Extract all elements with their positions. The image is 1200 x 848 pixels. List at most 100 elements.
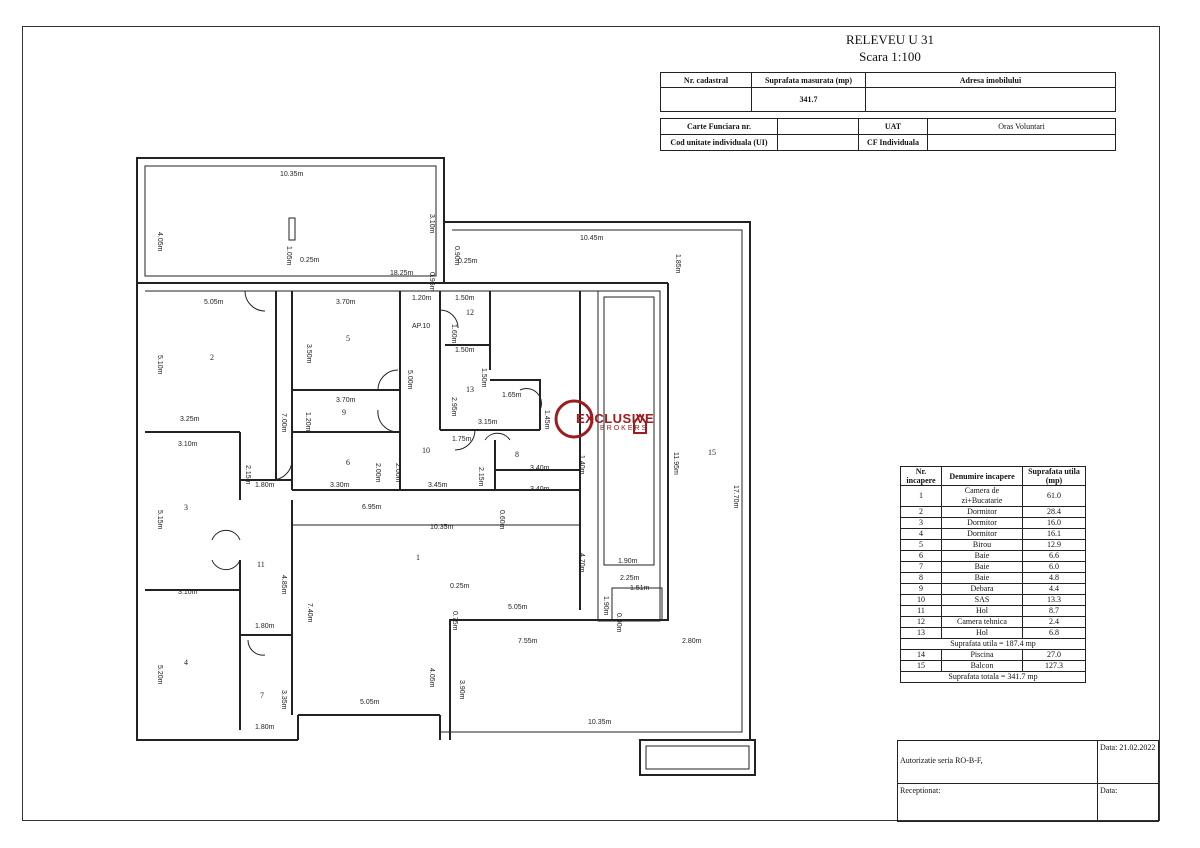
dimension-label: 2.00m: [394, 463, 401, 483]
door-arc-8: [484, 432, 511, 441]
dimension-label: 7.00m: [280, 413, 287, 433]
dimension-label: 7.40m: [306, 603, 313, 623]
dimension-label: 3.10m: [428, 214, 435, 234]
dimension-label: 1.50m: [480, 368, 487, 388]
balcony-inner: [440, 229, 743, 733]
total: Suprafata totala = 341.7 mp: [900, 671, 1086, 683]
dimension-label: 1.85m: [674, 254, 681, 274]
row-nr: 6: [900, 550, 942, 562]
dimension-label: 3.10m: [178, 589, 198, 596]
auth-cell: Autorizatie seria RO-B-F,: [897, 740, 1097, 784]
dimension-label: 0.25m: [300, 257, 320, 264]
cf-table: Carte Funciara nr. UAT Oras Voluntari Co…: [660, 118, 1116, 151]
dimension-label: 5.05m: [360, 699, 380, 706]
dimension-label: 2.15m: [477, 467, 484, 487]
row-area: 28.4: [1022, 506, 1086, 518]
h-nr: Nr. incapere: [900, 466, 942, 486]
dimension-label: 1.50m: [455, 295, 475, 302]
row-name: Baie: [941, 550, 1023, 562]
dimension-label: 5.20m: [156, 665, 163, 685]
row-nr: 9: [900, 583, 942, 595]
row-area: 6.8: [1022, 627, 1086, 639]
ap-label: AP.10: [412, 323, 430, 330]
dimension-label: 10.45m: [580, 235, 604, 242]
door-arc-13: [519, 388, 542, 411]
row-name: Dormitor: [941, 506, 1023, 518]
row-area: 16.1: [1022, 528, 1086, 540]
row-name: SAS: [941, 594, 1023, 606]
v-surface: 341.7: [751, 87, 866, 112]
dimension-label: 6.95m: [362, 504, 382, 511]
watermark-line2: BROKERS: [600, 425, 649, 432]
row-nr: 13: [900, 627, 942, 639]
pool-stairs: [611, 587, 663, 621]
drawing-frame: [22, 26, 1160, 821]
row-name: Hol: [941, 627, 1023, 639]
dimension-label: 5.05m: [508, 604, 528, 611]
receptionat-label: Receptionat:: [900, 786, 941, 795]
row-name: Hol: [941, 605, 1023, 617]
row-area: 12.9: [1022, 539, 1086, 551]
row-nr: 3: [900, 517, 942, 529]
door-arc-12: [439, 309, 459, 329]
room-number: 3: [184, 503, 188, 512]
row-name: Piscina: [941, 649, 1023, 661]
dimension-label: 5.15m: [156, 510, 163, 530]
dimension-label: 3.70m: [336, 299, 356, 306]
row-nr: 2: [900, 506, 942, 518]
dimension-label: 5.05m: [204, 299, 224, 306]
door-arc-9: [377, 409, 399, 433]
row-nr: 11: [900, 605, 942, 617]
row-area: 6.0: [1022, 561, 1086, 573]
dimension-label: 1.40m: [578, 455, 585, 475]
row-area: 8.7: [1022, 605, 1086, 617]
dimension-label: 1.20m: [412, 295, 432, 302]
dimension-label: 0.90m: [453, 246, 460, 266]
receptionat-cell: Receptionat:: [897, 784, 1097, 822]
row-name: Dormitor: [941, 517, 1023, 529]
dimension-label: 3.50m: [305, 344, 312, 364]
dimension-label: 7.55m: [518, 638, 538, 645]
dimension-label: 2.25m: [620, 575, 640, 582]
room-number: 4: [184, 658, 188, 667]
dimension-label: 3.30m: [330, 482, 350, 489]
terrace-inner: [144, 165, 437, 277]
dimension-label: 17.70m: [732, 485, 739, 509]
room-number: 8: [515, 450, 519, 459]
dimension-label: 3.40m: [530, 465, 550, 472]
living-east-wall: [449, 283, 669, 740]
dimension-label: 1.65m: [502, 392, 522, 399]
row-area: 127.3: [1022, 660, 1086, 672]
room-number: 1: [416, 553, 420, 562]
authorization-block: Autorizatie seria RO-B-F, Data: 21.02.20…: [897, 740, 1159, 822]
door-arc-4: [211, 559, 241, 571]
row-area: 4.8: [1022, 572, 1086, 584]
row-name: Camera de zi+Bucatarie: [941, 485, 1023, 507]
row-nr: 8: [900, 572, 942, 584]
dimension-label: 1.60m: [450, 324, 457, 344]
dimension-label: 1.80m: [255, 482, 275, 489]
dimension-label: 2.95m: [450, 397, 457, 417]
dimension-label: 0.90m: [615, 613, 622, 633]
dimension-label: 3.90m: [458, 680, 465, 700]
pool-outline: [597, 290, 661, 622]
dimension-label: 0.60m: [498, 510, 505, 530]
east-box: [639, 739, 756, 776]
door-arc-6: [271, 459, 293, 481]
row-nr: 14: [900, 649, 942, 661]
dimension-label: 11.95m: [672, 452, 679, 475]
row-name: Debara: [941, 583, 1023, 595]
dimension-label: 10.35m: [430, 524, 454, 531]
row-nr: 7: [900, 561, 942, 573]
room-number: 11: [257, 560, 265, 569]
door-arc-3: [211, 529, 241, 541]
